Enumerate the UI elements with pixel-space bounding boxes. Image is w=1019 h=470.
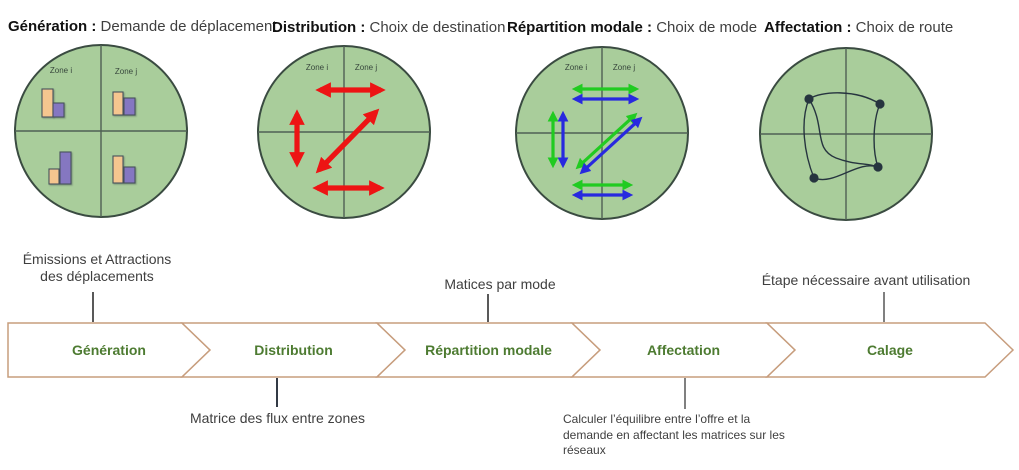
distribution-zone-circle: Zone i Zone j: [257, 45, 431, 219]
generation-zone-circle: Zone i Zone j: [14, 44, 188, 218]
flow-label-repartition: Répartition modale: [425, 342, 552, 358]
note-affectation-line1: Calculer l’équilibre entre l’offre et la: [563, 412, 751, 426]
title-distribution-rest: Choix de destination: [369, 19, 506, 36]
note-generation-line2: des déplacements: [40, 268, 154, 284]
affectation-zone-circle: [759, 47, 933, 221]
title-repartition-rest: Choix de mode: [656, 19, 758, 36]
zone-i-label: Zone i: [565, 63, 587, 72]
note-affectation: Calculer l’équilibre entre l’offre et la…: [563, 412, 813, 459]
title-generation-rest: Demande de déplacement: [100, 18, 277, 35]
title-affectation-bold: Affectation :: [764, 19, 852, 36]
note-calage: Étape nécessaire avant utilisation: [761, 272, 971, 288]
flow-label-affectation: Affectation: [646, 342, 721, 358]
process-flow-band: [7, 322, 1015, 378]
note-affectation-line2: demande en affectant les matrices sur le…: [563, 427, 785, 442]
zone-j-label: Zone j: [613, 63, 635, 72]
network-node: [809, 173, 819, 183]
title-generation-bold: Génération :: [8, 18, 97, 35]
double-arrow-icon: [579, 116, 643, 175]
title-distribution-bold: Distribution :: [272, 19, 366, 36]
flow-label-calage: Calage: [867, 342, 913, 358]
note-distribution: Matrice des flux entre zones: [189, 410, 366, 426]
connector-line-repartition: [487, 294, 489, 322]
title-affectation-rest: Choix de route: [855, 19, 954, 36]
note-generation: Émissions et Attractions des déplacement…: [8, 251, 186, 285]
note-repartition: Matices par mode: [444, 276, 556, 292]
red-flow-arrows: [289, 82, 386, 196]
zone-i-label: Zone i: [50, 66, 72, 75]
flow-label-generation: Génération: [72, 342, 146, 358]
network-node: [875, 99, 885, 109]
double-arrow-icon: [315, 108, 380, 174]
generation-bars: [41, 88, 136, 185]
note-generation-line1: Émissions et Attractions: [22, 251, 172, 267]
zone-i-label: Zone i: [306, 63, 328, 72]
network-node: [804, 94, 814, 104]
connector-line-generation: [92, 292, 94, 322]
title-generation: Génération : Demande de déplacement: [8, 18, 276, 35]
connector-line-calage: [883, 292, 885, 322]
note-affectation-line3: réseaux: [563, 443, 606, 457]
zone-j-label: Zone j: [355, 63, 377, 72]
repartition-zone-circle: Zone i Zone j: [515, 46, 689, 220]
connector-line-affectation: [684, 378, 686, 409]
title-affectation: Affectation : Choix de route: [764, 19, 953, 36]
flow-label-distribution: Distribution: [254, 342, 333, 358]
title-repartition-bold: Répartition modale :: [507, 19, 653, 36]
route-network: [803, 92, 885, 183]
network-node: [873, 162, 883, 172]
title-distribution: Distribution : Choix de destination: [272, 19, 505, 36]
title-repartition: Répartition modale : Choix de mode: [507, 19, 757, 36]
zone-j-label: Zone j: [115, 67, 137, 76]
mode-flow-arrows: [547, 83, 643, 201]
flow-chevron-calage: [765, 322, 1015, 378]
connector-line-distribution: [276, 378, 278, 407]
